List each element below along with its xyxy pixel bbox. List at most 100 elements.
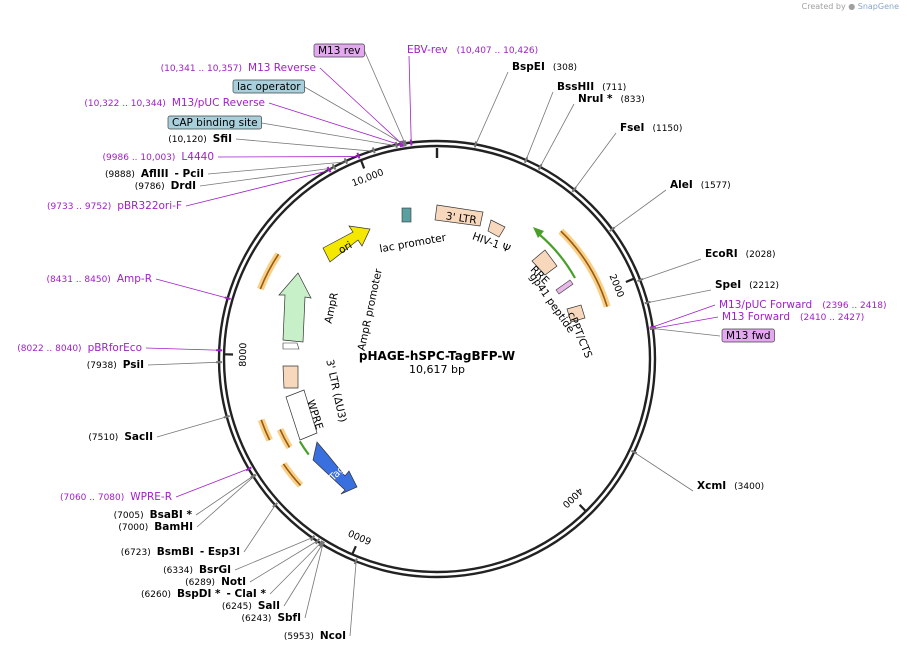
rre-box[interactable] xyxy=(531,249,558,276)
enzyme-name[interactable]: SpeI xyxy=(715,279,741,291)
enzyme-name[interactable]: BamHI xyxy=(154,521,193,533)
ampr-promoter-label: AmpR promoter xyxy=(356,267,385,352)
enzyme-leader xyxy=(207,161,347,175)
primer-name[interactable]: L4440 xyxy=(181,151,214,163)
enzyme-leader-site-mark xyxy=(343,157,349,165)
lac-promoter-marker[interactable] xyxy=(401,207,412,223)
enzyme-position: (7000) xyxy=(118,523,148,533)
enzyme-position: (10,120) xyxy=(168,135,207,145)
primer-name[interactable]: M13/pUC Reverse xyxy=(172,97,265,109)
enzyme-name[interactable]: FseI xyxy=(620,122,644,134)
hiv-psi-label: HIV-1 Ψ xyxy=(471,231,512,256)
enzyme-name[interactable]: BssHII xyxy=(557,81,594,93)
primer-name[interactable]: EBV-rev xyxy=(407,44,448,56)
credit-brand: SnapGene xyxy=(857,2,899,11)
enzyme-leader-site-mark xyxy=(371,147,376,154)
primer-name[interactable]: pBR322ori-F xyxy=(117,200,182,212)
enzyme-position: (5953) xyxy=(284,632,314,642)
enzyme-name[interactable]: NcoI xyxy=(320,630,346,642)
label-layer: BspEI(308)BssHII(711)NruI *(833)FseI(115… xyxy=(17,43,886,642)
credit-prefix: Created by xyxy=(801,2,846,11)
primer-name[interactable]: Amp-R xyxy=(117,273,152,285)
ampr-label: AmpR xyxy=(323,291,341,324)
enzyme-name[interactable]: SbfI xyxy=(277,612,301,624)
primer-name[interactable]: WPRE-R xyxy=(130,491,172,503)
primer-name[interactable]: M13 Reverse xyxy=(248,62,316,74)
feature-box-label[interactable]: CAP binding site xyxy=(172,117,258,129)
rre-green-arrowhead-icon xyxy=(533,227,544,238)
enzyme-name[interactable]: AflIII xyxy=(141,168,169,180)
enzyme-name[interactable]: SalI xyxy=(258,600,280,612)
orf-left-a-arrow[interactable] xyxy=(260,419,271,441)
primer-box-label[interactable]: M13 fwd xyxy=(726,330,771,342)
feature-box[interactable] xyxy=(167,115,262,130)
enzyme-name[interactable]: EcoRI xyxy=(705,248,738,260)
primer-leader xyxy=(651,316,719,330)
box-leader-site-mark xyxy=(649,326,656,330)
enzyme-leader xyxy=(156,416,228,438)
enzyme-name[interactable]: DrdI xyxy=(171,180,196,192)
primer-name[interactable]: pBRforEco xyxy=(88,342,142,354)
orf-right-arrow[interactable] xyxy=(560,230,608,307)
enzyme-position: (2028) xyxy=(746,250,776,260)
enzyme-name[interactable]: SfiI xyxy=(213,133,232,145)
wpre-box[interactable] xyxy=(285,389,318,441)
ltr3-box[interactable] xyxy=(282,365,299,389)
ori-arrow[interactable] xyxy=(322,225,371,263)
enzyme-position: (9888) xyxy=(105,170,135,180)
ampr-arrow[interactable] xyxy=(278,272,312,343)
primer-box-label[interactable]: M13 rev xyxy=(318,45,361,57)
primer-leader-site-mark xyxy=(245,466,252,472)
primer-range: (7060 .. 7080) xyxy=(60,493,124,503)
tagbfp-arrow[interactable] xyxy=(312,441,358,495)
primer-name[interactable]: M13/pUC Forward xyxy=(719,299,812,311)
tick-label: 2000 xyxy=(607,273,626,300)
enzyme-leader-site-mark xyxy=(320,541,325,548)
primer-range: (2410 .. 2427) xyxy=(800,313,864,323)
green-orf-arrow[interactable] xyxy=(298,440,310,456)
ltr-box[interactable] xyxy=(434,204,484,227)
gp41-marker[interactable] xyxy=(555,279,574,295)
enzyme-name[interactable]: BspDI * xyxy=(177,588,221,600)
feature-box-label[interactable]: lac operator xyxy=(237,81,301,93)
enzyme-name[interactable]: NruI * xyxy=(578,93,613,105)
enzyme-name[interactable]: AleI xyxy=(670,179,693,191)
enzyme-leader-site-mark xyxy=(523,156,529,164)
enzyme-position: (711) xyxy=(602,83,626,93)
primer-range: (10,341 .. 10,357) xyxy=(161,64,242,74)
primer-box[interactable] xyxy=(721,328,775,343)
enzyme-leader xyxy=(195,475,255,516)
enzyme-name[interactable]: SacII xyxy=(124,431,153,443)
enzyme-name[interactable]: BsrGI xyxy=(199,564,231,576)
orf-right-highlight[interactable] xyxy=(558,228,611,308)
enzyme-name[interactable]: NotI xyxy=(221,576,246,588)
box-leader xyxy=(364,50,406,145)
primer-range: (8022 .. 8040) xyxy=(17,344,81,354)
feature-box[interactable] xyxy=(232,79,305,94)
enzyme-leader xyxy=(632,451,694,492)
orf-left-b-arrow[interactable] xyxy=(279,429,291,448)
ltr-label: 3' LTR xyxy=(445,210,477,226)
cppt-box[interactable] xyxy=(566,304,586,323)
enzyme-alias[interactable]: - ClaI * xyxy=(227,588,267,600)
hiv-psi-box[interactable] xyxy=(487,219,506,238)
enzyme-alias[interactable]: - Esp3I xyxy=(200,546,240,558)
ampr-promoter-marker[interactable] xyxy=(282,342,300,350)
rre-green-arrow[interactable] xyxy=(539,234,576,279)
primer-leader xyxy=(651,304,716,328)
orf-bottom-arrow[interactable] xyxy=(282,463,302,486)
box-leader xyxy=(304,86,405,145)
enzyme-name[interactable]: XcmI xyxy=(697,480,726,492)
tick-mark xyxy=(578,504,587,512)
orf-left-upper-arrow[interactable] xyxy=(259,253,280,290)
orf-layer xyxy=(257,228,611,488)
enzyme-name[interactable]: BspEI xyxy=(512,61,545,73)
enzyme-name[interactable]: PsiI xyxy=(123,359,144,371)
enzyme-name[interactable]: BsaBI * xyxy=(150,509,193,521)
enzyme-leader-site-mark xyxy=(310,535,316,542)
primer-box[interactable] xyxy=(313,43,365,58)
enzyme-leader-site-mark xyxy=(353,558,358,565)
primer-name[interactable]: M13 Forward xyxy=(722,311,790,323)
enzyme-name[interactable]: BsmBI xyxy=(157,546,194,558)
enzyme-alias[interactable]: - PciI xyxy=(175,168,204,180)
